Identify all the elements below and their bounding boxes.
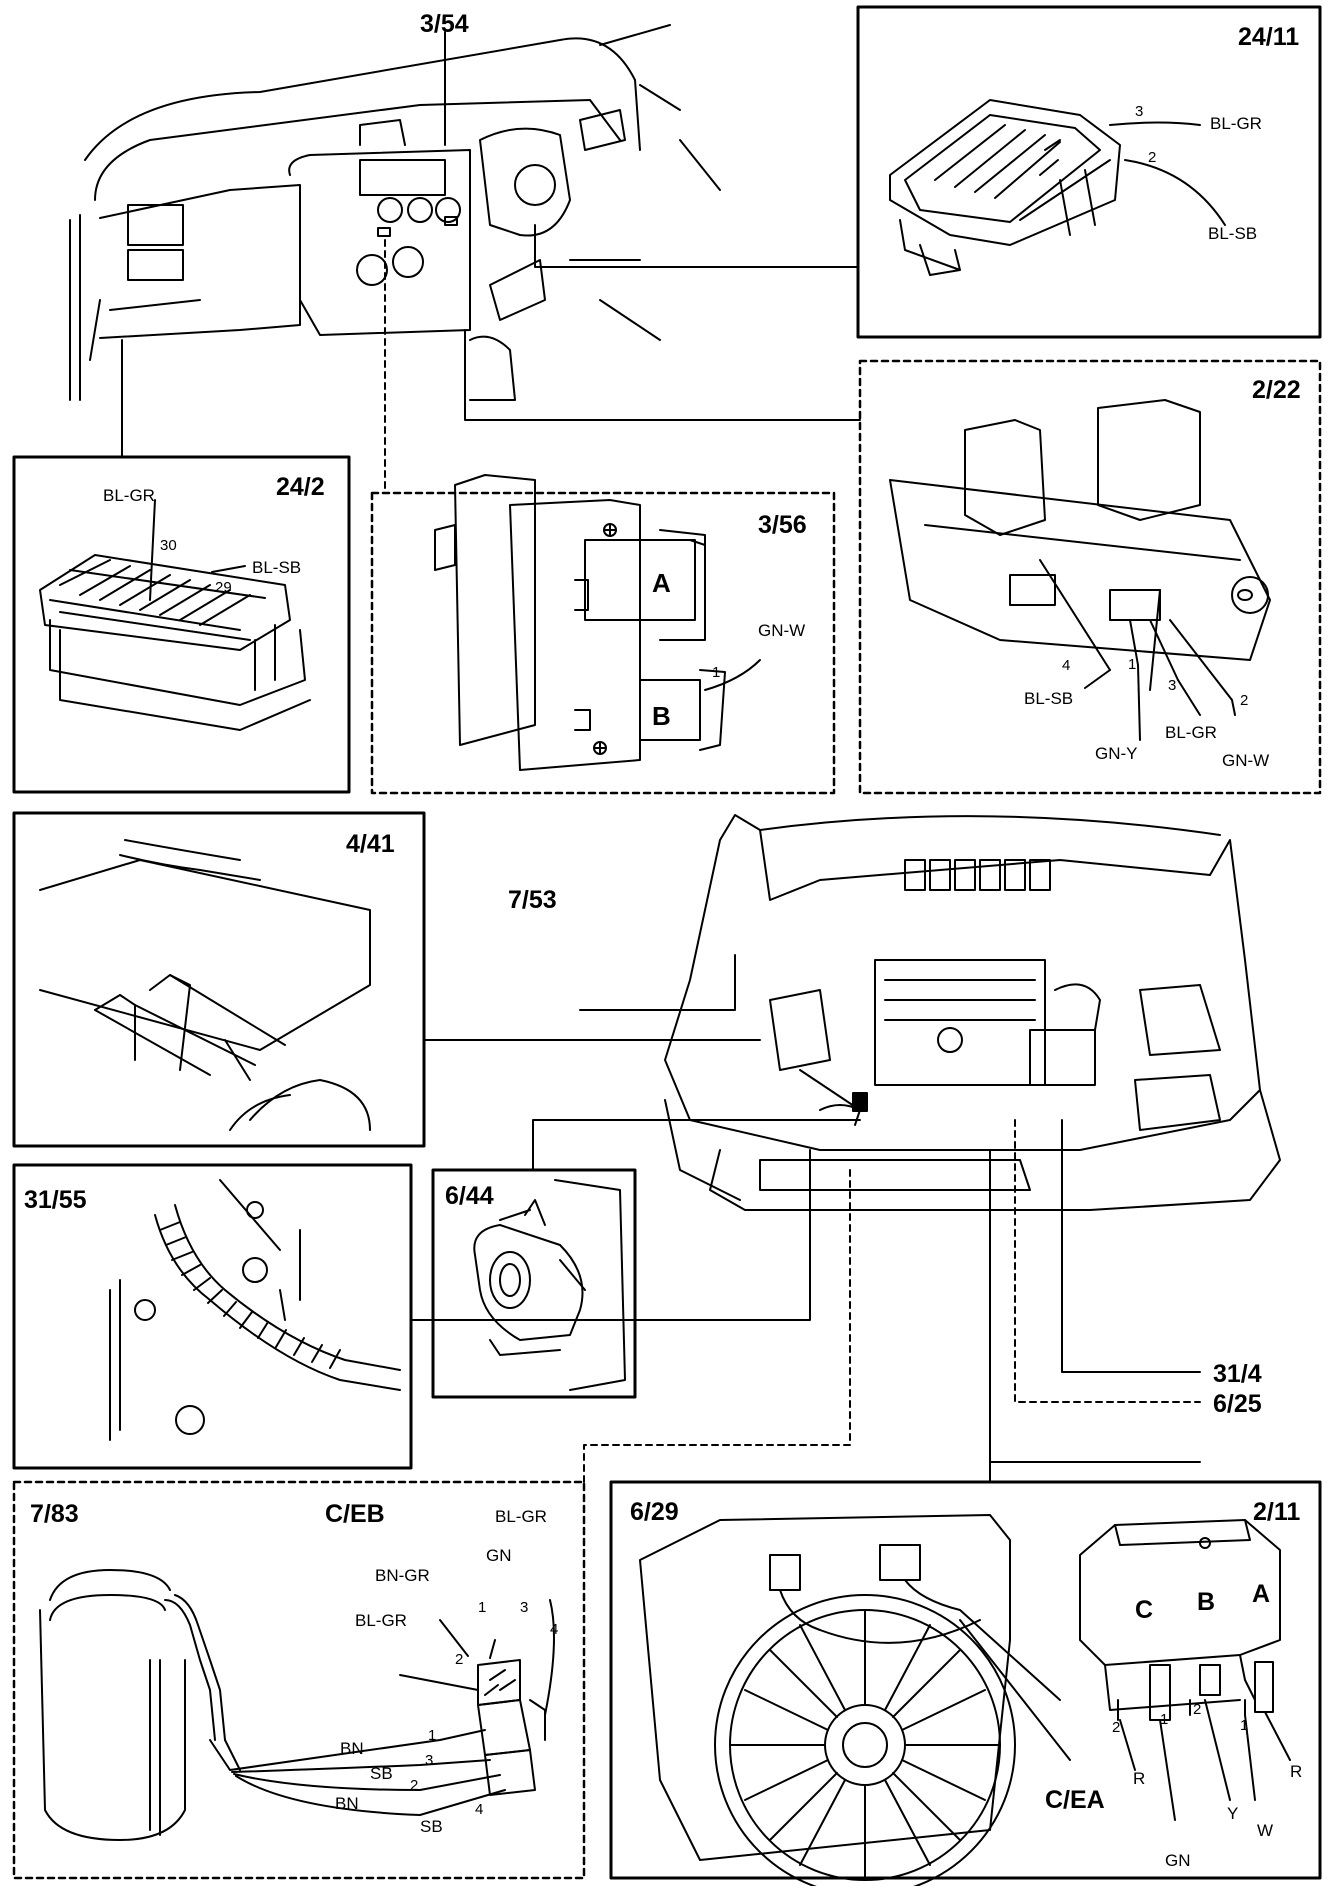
ref-4-41: 4/41 [346,830,395,858]
wire-label: SB [420,1817,443,1836]
pin-label: 1 [1128,656,1137,673]
module-3-56-drawing [434,474,761,771]
wire-label: BN [340,1739,364,1758]
panel-frame-31-55 [12,1163,413,1470]
pin-label: 2 [1112,1719,1121,1736]
wire-label: BL-GR [103,486,155,505]
pin-label: 2 [410,1777,419,1794]
ref-6-29: 6/29 [630,1498,679,1526]
wire-label: SB [370,1764,393,1783]
sensor-7-83-drawing [39,1569,555,1841]
socket-label-a: A [652,568,671,598]
fan-6-29-drawing [639,1514,1071,1886]
socket-label-b: B [652,701,671,731]
ref-24-11: 24/11 [1238,23,1300,51]
relay-block-2-22-drawing [889,399,1271,741]
ref-2-11: 2/11 [1253,1498,1301,1526]
ref-3-56: 3/56 [758,511,807,539]
connector-24-11-drawing [889,99,1226,276]
ref-24-2: 24/2 [276,473,325,501]
ref-31-55: 31/55 [24,1186,87,1214]
wire-label: GN-Y [1095,744,1138,763]
panel-frame-6-29 [609,1480,1322,1880]
pin-label: 3 [1135,103,1144,120]
pin-label: 4 [550,1621,559,1638]
wire-label: BL-GR [355,1611,407,1630]
ref-2-22: 2/22 [1252,376,1301,404]
pin-label: 30 [160,537,177,554]
panel-frame-24-2 [12,455,351,794]
dashboard-drawing [69,24,721,401]
pin-label: 3 [520,1599,529,1616]
panel-frame-24-11 [856,5,1322,339]
wire-label: BL-GR [1165,723,1217,742]
wire-label: BL-SB [252,558,302,577]
wire-label: BN-GR [375,1566,430,1585]
ref-6-25: 6/25 [1213,1390,1262,1418]
wire-label: GN [1165,1851,1191,1870]
pin-label: 1 [428,1727,437,1744]
pin-label: 4 [1062,657,1071,674]
socket-label-c: C [1135,1596,1154,1624]
socket-label-a: A [1252,1580,1271,1608]
pin-label: 3 [425,1752,434,1769]
pin-label: 1 [478,1599,487,1616]
wire-label: BN [335,1794,359,1813]
wire-label: W [1257,1821,1274,1840]
ref-3-54: 3/54 [420,10,469,38]
pin-label: 1 [1240,1717,1249,1734]
relay-2-11-drawing [1079,1519,1291,1821]
wire-label: R [1133,1769,1146,1788]
pin-label: 2 [1240,692,1249,709]
wire-label: GN [486,1546,512,1565]
wire-label: GN-W [1222,751,1270,770]
wire-label: BL-SB [1208,224,1258,243]
pin-label: 2 [1148,149,1157,166]
panel-frame-2-22 [858,359,1322,795]
wire-label: BL-SB [1024,689,1074,708]
panel-frame-3-56 [370,491,836,795]
ref-7-53: 7/53 [508,886,557,914]
pin-label: 29 [215,579,232,596]
connector-label-c-eb: C/EB [325,1500,385,1528]
wire-label: GN-W [758,621,806,640]
component-4-41-drawing [39,839,371,1131]
pin-label: 2 [1193,1701,1202,1718]
ref-31-4: 31/4 [1213,1360,1262,1388]
wire-label: BL-GR [495,1507,547,1526]
pin-label: 3 [1168,677,1177,694]
wire-label: R [1290,1762,1303,1781]
module-24-2-drawing [39,499,311,731]
pin-label: 1 [1160,1711,1169,1728]
component-31-55-drawing [109,1179,401,1441]
pin-label: 2 [455,1651,464,1668]
pin-label: 1 [712,664,721,681]
leader-lines [121,31,1201,1483]
engine-bay-drawing [664,814,1281,1211]
sensor-6-44-drawing [473,1179,626,1391]
pin-label: 4 [475,1801,484,1818]
wire-label: Y [1227,1804,1239,1823]
ref-6-44: 6/44 [445,1182,494,1210]
socket-label-b: B [1197,1588,1216,1616]
wire-label: BL-GR [1210,114,1262,133]
panel-frame-7-83 [12,1480,586,1880]
ref-7-83: 7/83 [30,1500,79,1528]
panel-frame-4-41 [12,811,426,1148]
connector-label-c-ea: C/EA [1045,1786,1105,1814]
